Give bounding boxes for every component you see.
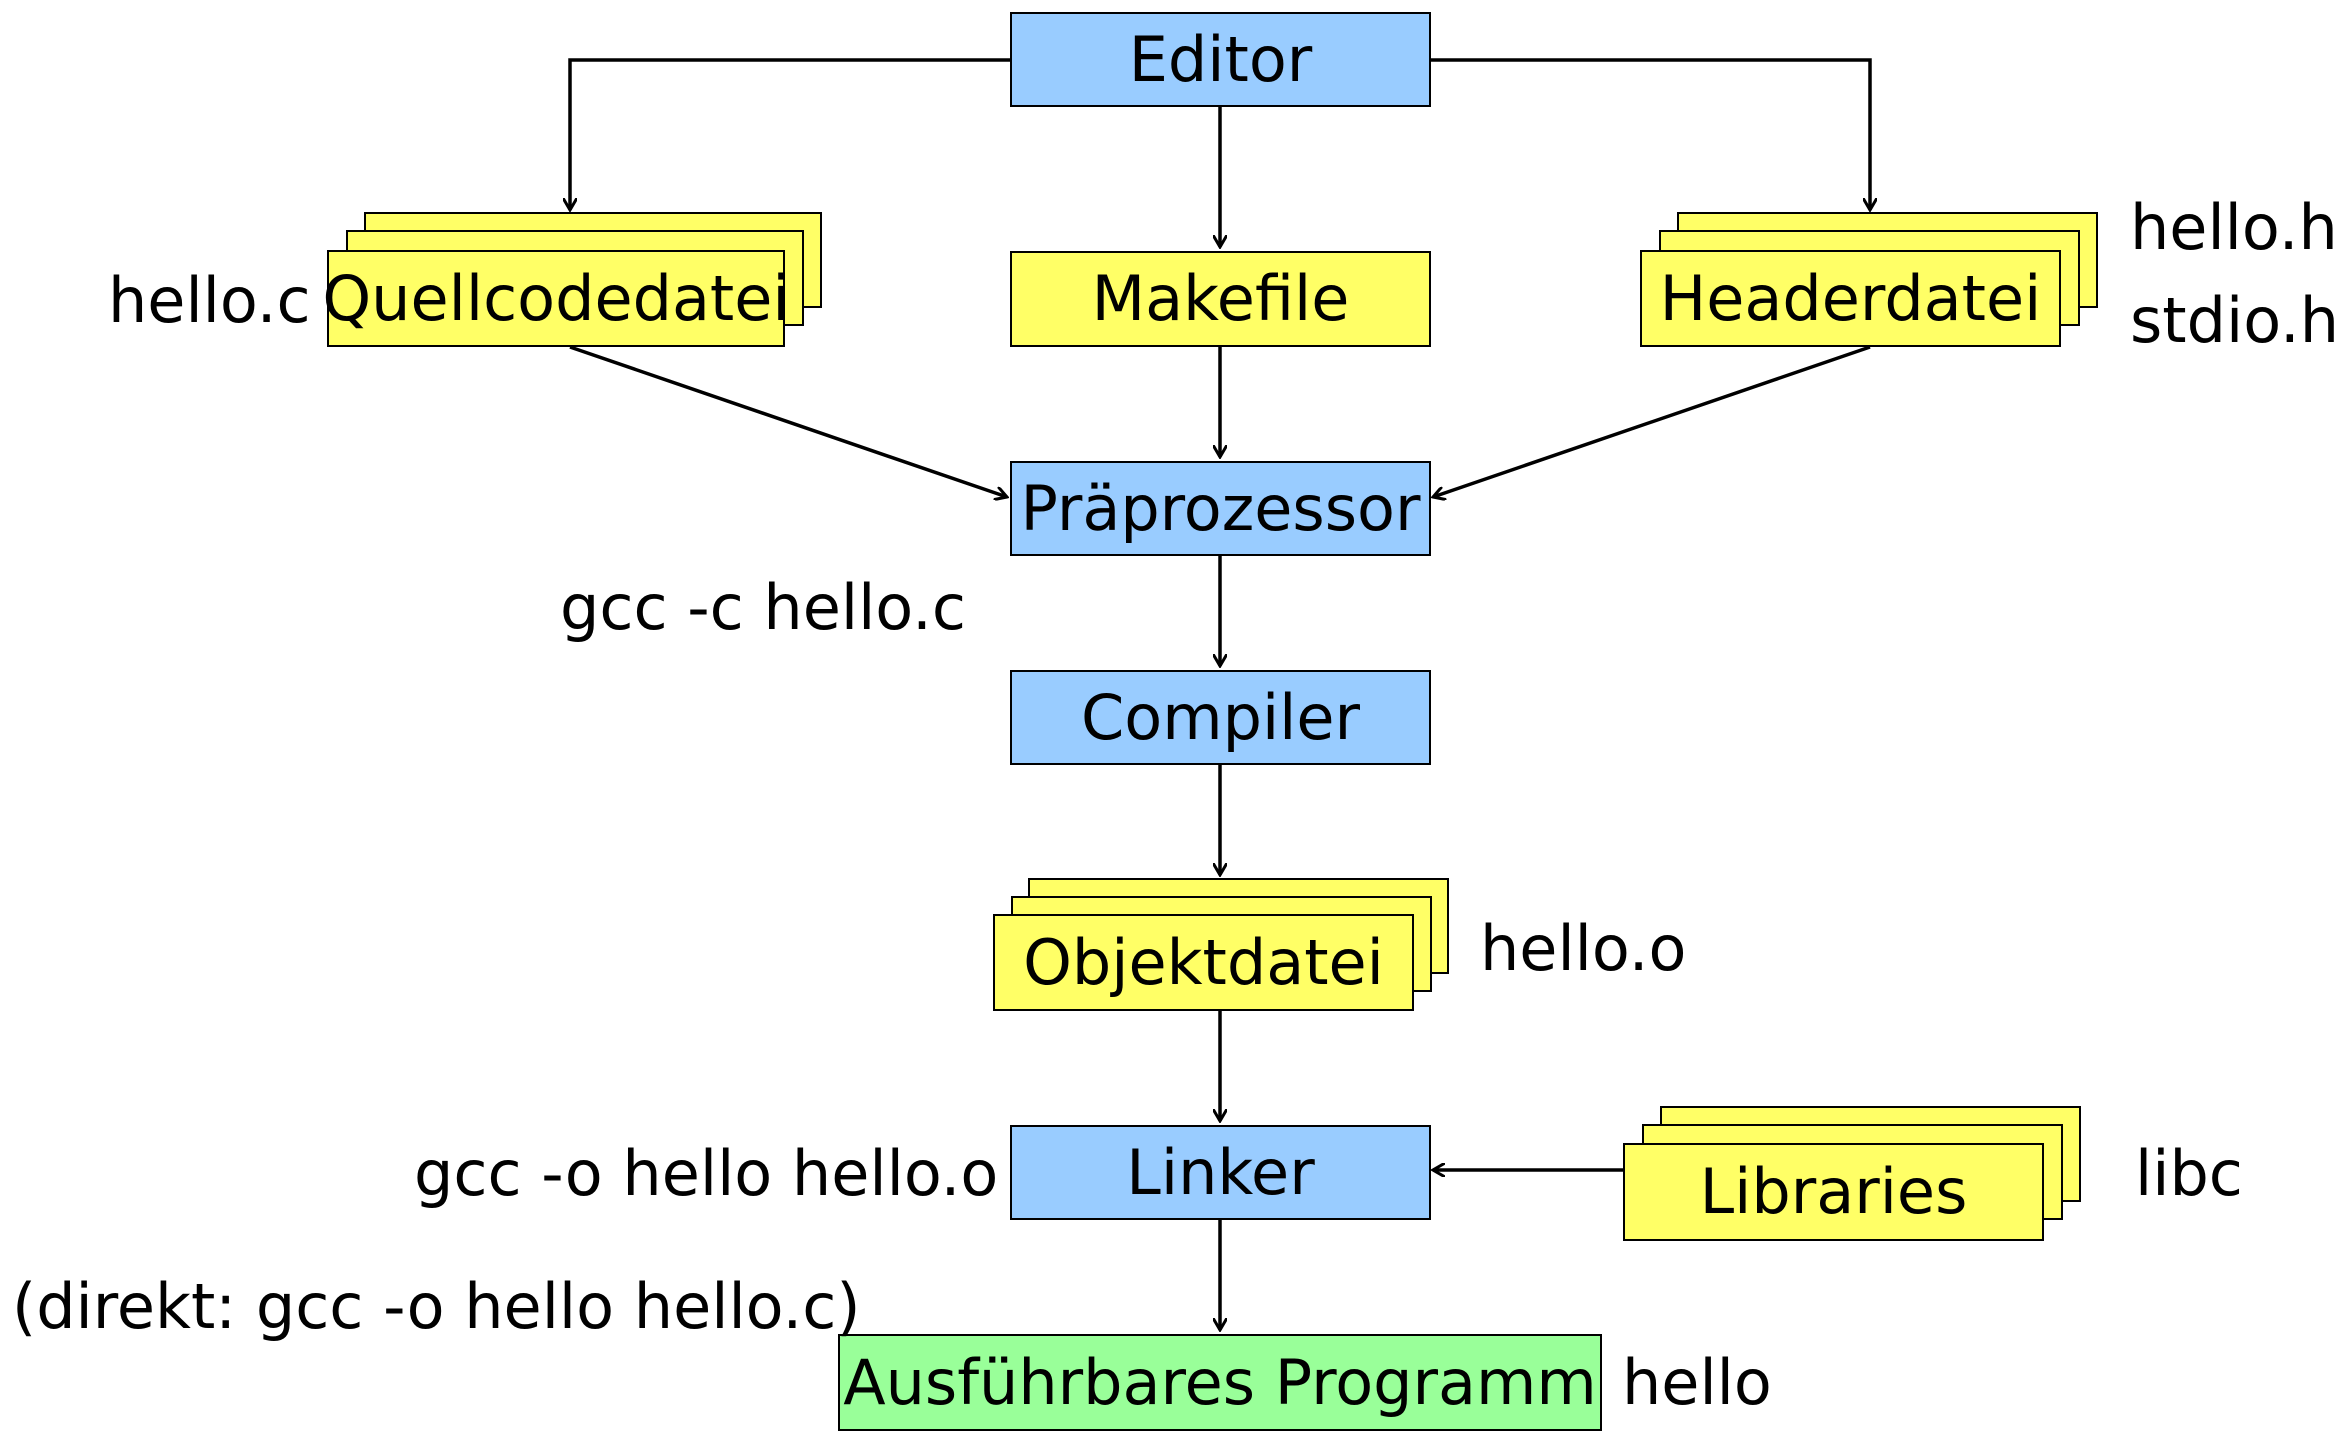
label-gcc-c: gcc -c hello.c [560,571,966,644]
header-box: Headerdatei [1640,250,2061,347]
linker-label: Linker [1126,1135,1315,1209]
arrow-quellcode-to-praeprozessor [569,345,1007,497]
arrow-editor-to-quellcode [570,58,1010,210]
libraries-label: Libraries [1699,1155,1968,1228]
objekt-box: Objektdatei [993,914,1414,1011]
label-hello-h: hello.h [2130,191,2338,264]
label-libc: libc [2135,1137,2243,1210]
label-gcc-o: gcc -o hello hello.o [414,1137,999,1210]
arrow-editor-to-header [1430,58,1870,210]
editor-label: Editor [1128,22,1313,96]
quellcode-box: Quellcodedatei [322,250,790,347]
praeprozessor-label: Präprozessor [1020,471,1421,545]
compiler-label: Compiler [1080,680,1361,754]
linker-box: Linker [1010,1125,1431,1220]
label-stdio-h: stdio.h [2130,284,2340,357]
praeprozessor-box: Präprozessor [1010,461,1431,556]
compiler-box: Compiler [1010,670,1431,765]
libraries-box: Libraries [1623,1143,2044,1241]
makefile-label: Makefile [1091,262,1350,335]
editor-box: Editor [1010,12,1431,107]
programm-box: Ausführbares Programm [838,1334,1602,1431]
arrow-header-to-praeprozessor [1433,345,1871,497]
makefile-box: Makefile [1010,251,1431,347]
label-hello: hello [1622,1346,1772,1419]
label-direkt: (direkt: gcc -o hello hello.c) [12,1270,861,1343]
label-hello-c: hello.c [108,264,311,337]
header-label: Headerdatei [1659,261,2042,335]
label-hello-o: hello.o [1480,912,1687,985]
quellcode-label: Quellcodedatei [322,261,790,335]
objekt-label: Objektdatei [1023,925,1384,999]
programm-label: Ausführbares Programm [843,1345,1597,1419]
